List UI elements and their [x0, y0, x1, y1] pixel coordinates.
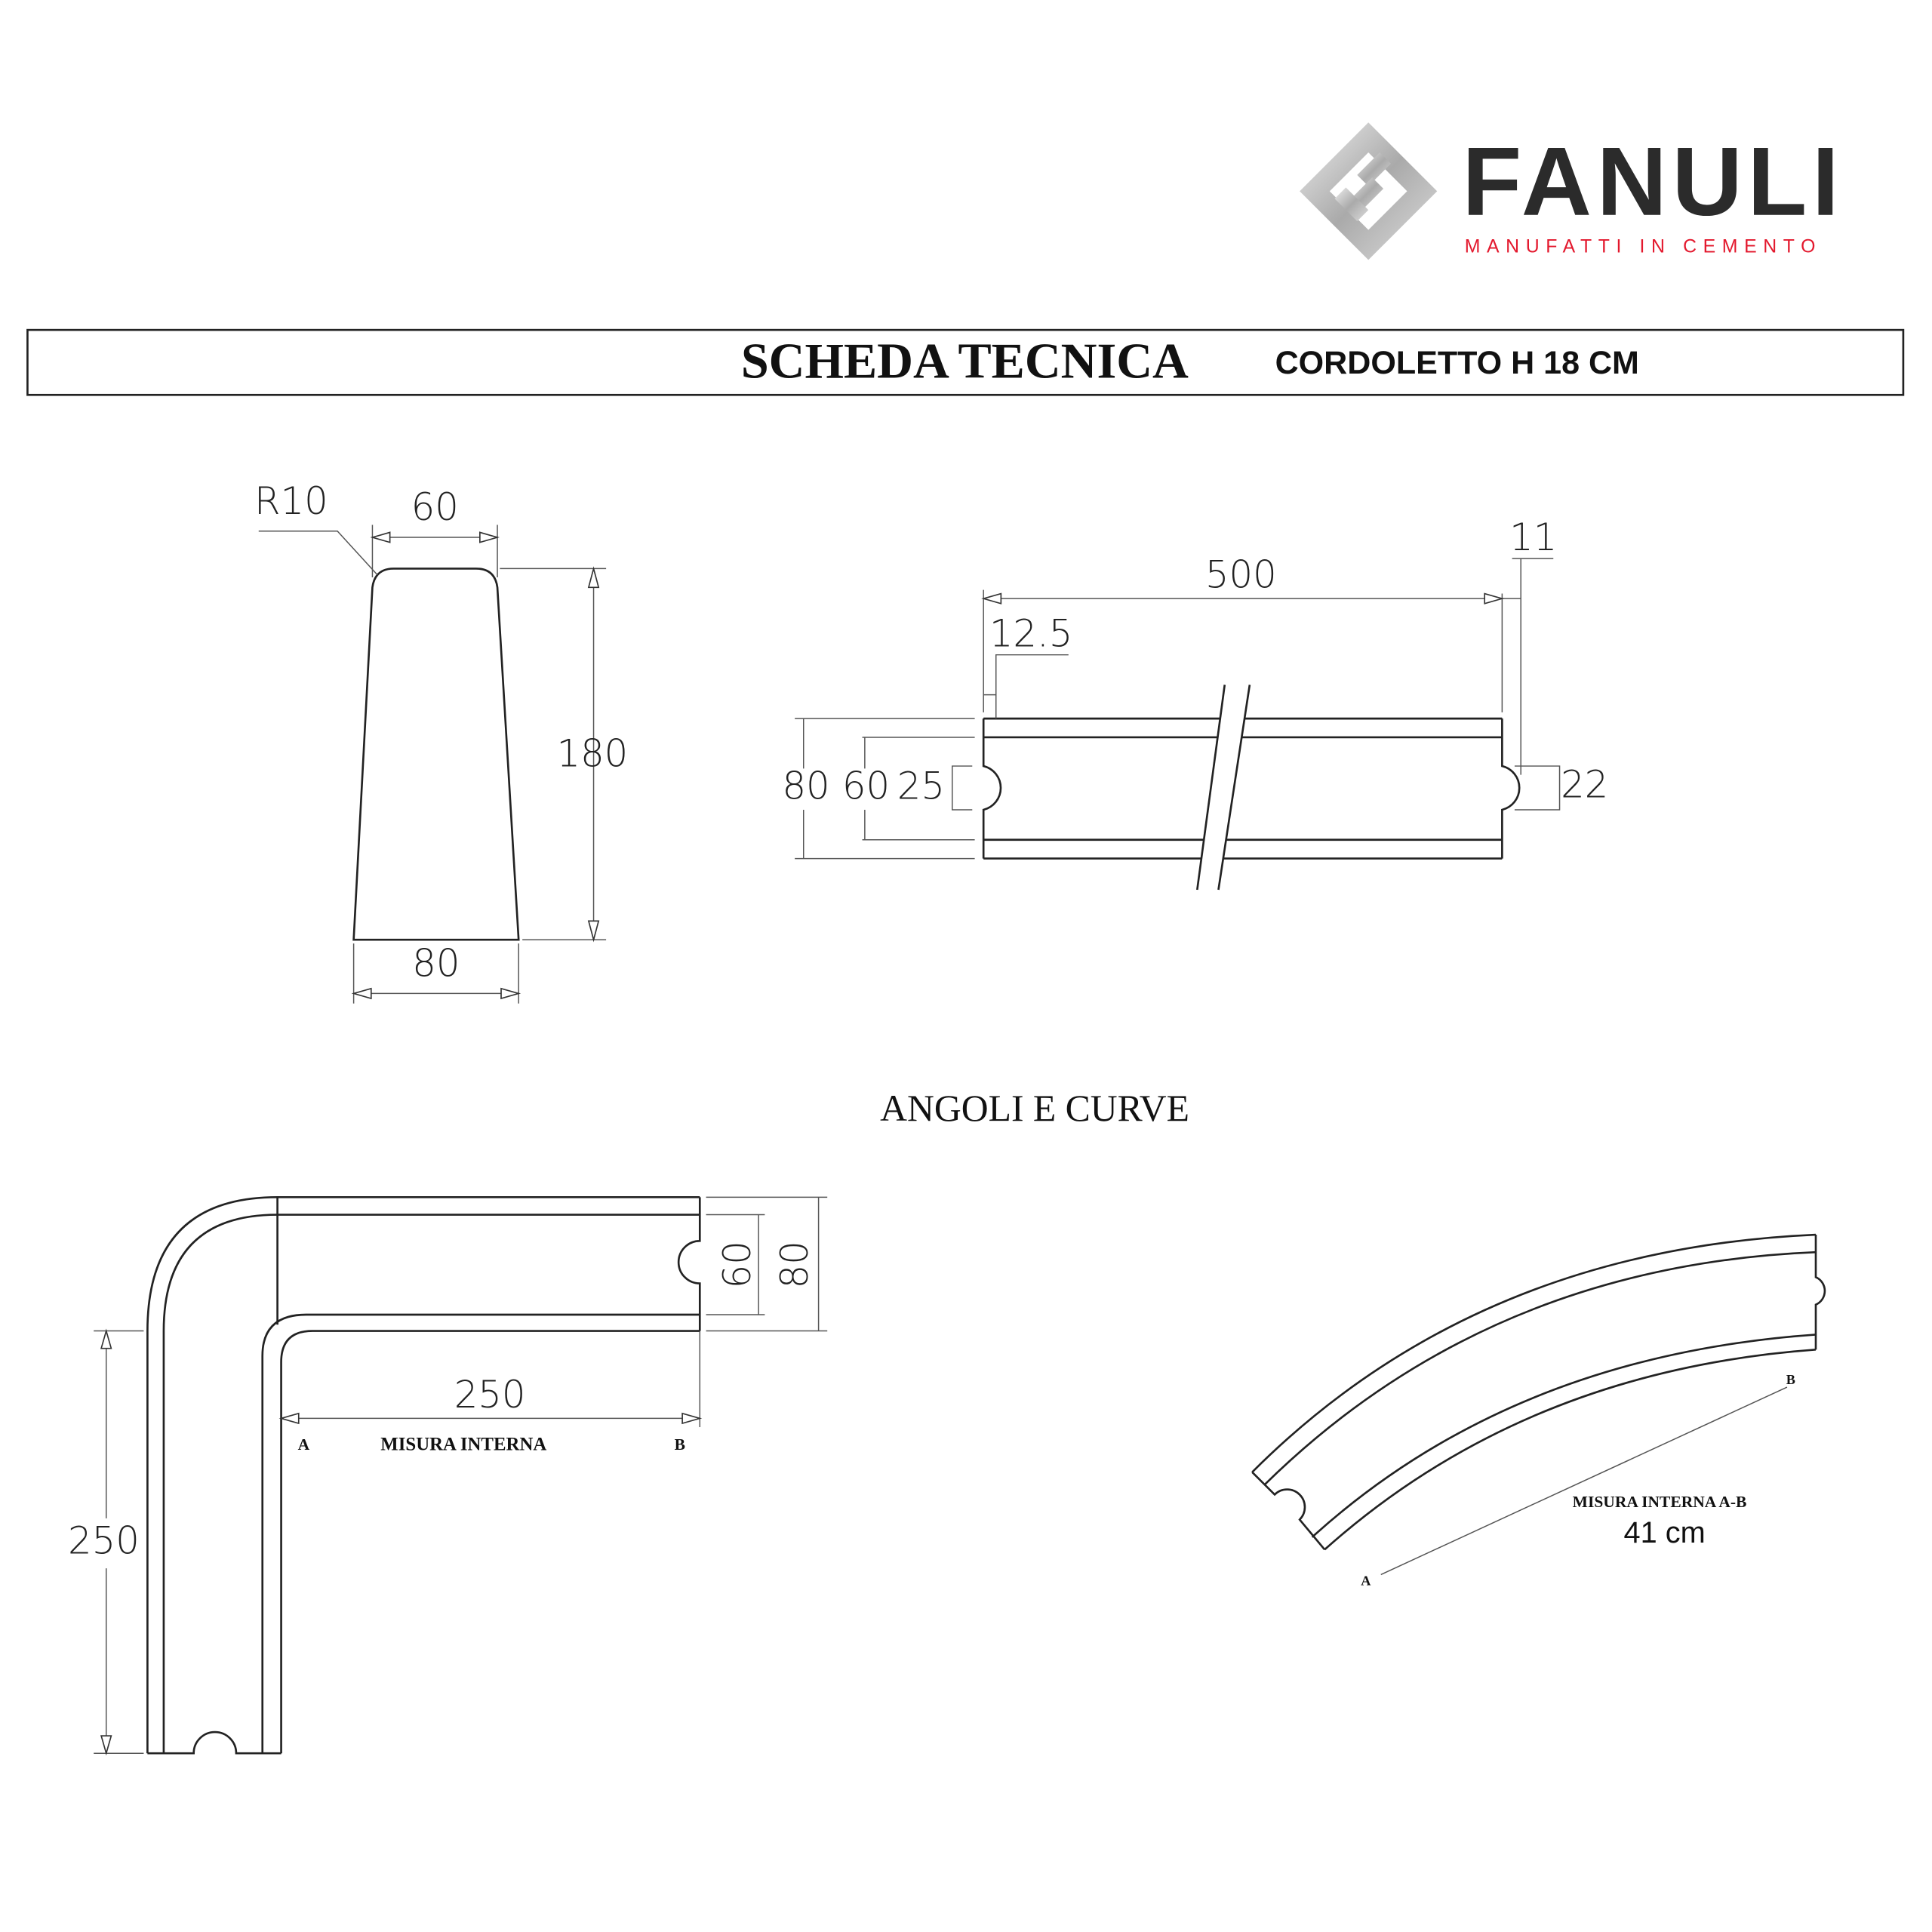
left-offset-label: 12.5: [989, 611, 1073, 655]
corner-inner-width-label: 60: [715, 1241, 759, 1288]
length-label: 500: [1205, 553, 1277, 597]
header-box: [26, 328, 1905, 396]
right-offset-label: 11: [1509, 515, 1557, 559]
total-height-label: 80: [782, 764, 829, 808]
diamond-logo-icon: [1300, 122, 1438, 260]
curve-measure-value: 41 cm: [1624, 1516, 1706, 1549]
left-notch-label: 25: [897, 764, 945, 808]
right-notch-label: 22: [1561, 763, 1608, 807]
fanuli-logo: FANULI MANUFATTI IN CEMENTO: [1300, 122, 1844, 260]
corner-outer-width-label: 80: [773, 1241, 817, 1288]
corner-point-b: B: [675, 1435, 685, 1454]
sheet-title: SCHEDA TECNICA: [741, 334, 1189, 389]
angles-title: ANGOLI E CURVE: [880, 1088, 1189, 1129]
height-label: 180: [556, 731, 628, 775]
curve-point-a: A: [1361, 1574, 1371, 1589]
corner-measure-label: MISURA INTERNA: [380, 1435, 546, 1455]
inner-height-label: 60: [842, 764, 890, 808]
curve-measure-label: MISURA INTERNA A-B: [1573, 1493, 1747, 1511]
section-view-drawing: 60 R10 180 80: [254, 479, 628, 1004]
product-name: CORDOLETTO H 18 CM: [1275, 345, 1639, 381]
radius-label: R10: [254, 479, 328, 523]
plan-view-drawing: 500 11 12.5 80 60 25 22: [782, 515, 1608, 891]
bottom-width-label: 80: [412, 942, 460, 986]
corner-horizontal-length-label: 250: [454, 1373, 526, 1417]
curve-drawing: B A MISURA INTERNA A-B 41 cm: [1251, 1233, 1826, 1589]
top-width-label: 60: [411, 485, 459, 529]
corner-vertical-length-label: 250: [68, 1519, 140, 1563]
curve-point-b: B: [1786, 1372, 1795, 1387]
corner-point-a: A: [298, 1435, 310, 1454]
brand-tagline: MANUFATTI IN CEMENTO: [1465, 236, 1822, 257]
corner-drawing: 60 80 250 A MISURA INTERNA B 250: [68, 1196, 828, 1756]
brand-name: FANULI: [1462, 128, 1844, 236]
